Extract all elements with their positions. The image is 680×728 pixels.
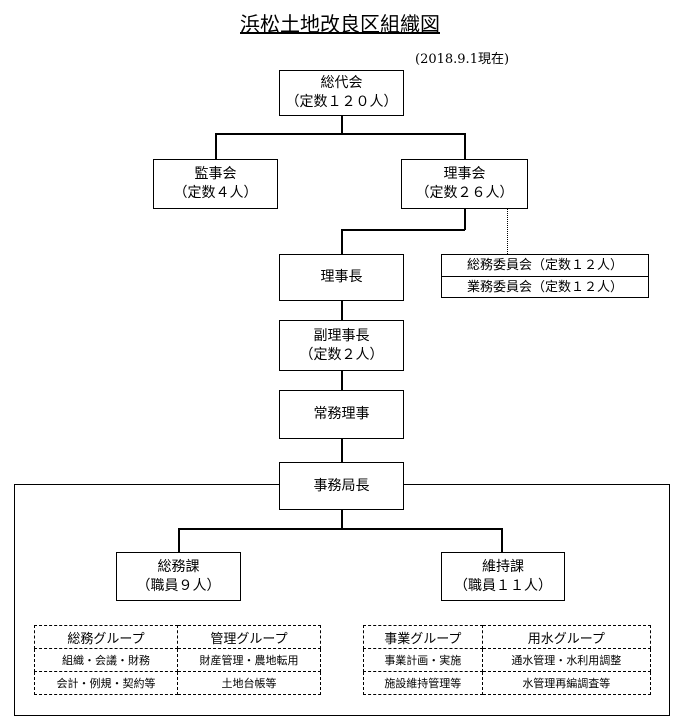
connector xyxy=(341,438,343,462)
group-duty: 施設維持管理等 xyxy=(363,671,483,695)
group-duty: 事業計画・実施 xyxy=(363,648,483,672)
connector xyxy=(341,300,343,320)
general-affairs-committee: 総務委員会（定数１２人） xyxy=(442,255,648,277)
committees-box: 総務委員会（定数１２人） 業務委員会（定数１２人） xyxy=(441,254,649,298)
vice-chairman-box: 副理事長 （定数２人） xyxy=(279,320,404,371)
connector xyxy=(341,229,465,231)
general-affairs-groups-table: 総務グループ 管理グループ 組織・会議・財務 財産管理・農地転用 会計・例規・契… xyxy=(34,625,321,695)
node-name: 総代会 xyxy=(320,75,363,91)
page-title: 浜松土地改良区組織図 xyxy=(240,12,440,36)
node-name: 副理事長 xyxy=(313,327,370,344)
group-duty: 組織・会議・財務 xyxy=(34,648,178,672)
node-name: 維持課 xyxy=(482,558,524,575)
operations-committee: 業務委員会（定数１２人） xyxy=(466,280,623,295)
group-duty: 水管理再編調査等 xyxy=(481,671,652,695)
chairman-box: 理事長 xyxy=(279,254,404,301)
node-name: 理事会 xyxy=(443,166,486,182)
general-assembly-box: 総代会 （定数１２０人） xyxy=(279,70,404,116)
executive-director-box: 常務理事 xyxy=(279,390,404,439)
connector xyxy=(215,133,217,159)
table-header-row: 事業グループ 用水グループ xyxy=(363,625,652,649)
group-header: 管理グループ xyxy=(177,625,321,649)
connector xyxy=(341,115,343,133)
node-count: （職員１１人） xyxy=(454,577,552,594)
node-name: 監事会 xyxy=(194,166,237,182)
table-row: 施設維持管理等 水管理再編調査等 xyxy=(363,671,652,695)
group-duty: 通水管理・水利用調整 xyxy=(481,648,652,672)
table-row: 会計・例規・契約等 土地台帳等 xyxy=(34,671,321,695)
maintenance-section-box: 維持課 （職員１１人） xyxy=(441,552,565,601)
connector xyxy=(464,208,466,230)
node-name: 事務局長 xyxy=(313,477,370,494)
group-header: 総務グループ xyxy=(34,625,178,649)
node-name: 総務課 xyxy=(157,558,200,575)
node-count: （定数２６人） xyxy=(415,185,514,201)
connector xyxy=(178,528,502,530)
table-header-row: 総務グループ 管理グループ xyxy=(34,625,321,649)
node-count: （定数４人） xyxy=(173,185,258,201)
node-count: （定数１２０人） xyxy=(285,94,398,110)
group-header: 事業グループ xyxy=(363,625,483,649)
group-duty: 財産管理・農地転用 xyxy=(177,648,321,672)
node-name: 常務理事 xyxy=(313,406,370,422)
as-of-date: (2018.9.1現在) xyxy=(415,52,510,67)
group-duty: 土地台帳等 xyxy=(177,671,321,695)
node-count: （職員９人） xyxy=(136,577,221,594)
connector xyxy=(341,370,343,390)
dotted-connector xyxy=(507,208,508,254)
connector xyxy=(464,133,466,159)
maintenance-groups-table: 事業グループ 用水グループ 事業計画・実施 通水管理・水利用調整 施設維持管理等… xyxy=(363,625,652,695)
connector xyxy=(501,528,503,552)
connector xyxy=(341,509,343,529)
node-name: 理事長 xyxy=(320,269,363,285)
connector xyxy=(215,133,465,135)
connector xyxy=(341,229,343,254)
group-duty: 会計・例規・契約等 xyxy=(34,671,178,695)
directors-box: 理事会 （定数２６人） xyxy=(401,159,528,209)
connector xyxy=(178,528,180,552)
group-header: 用水グループ xyxy=(481,625,652,649)
general-affairs-section-box: 総務課 （職員９人） xyxy=(116,552,241,601)
table-row: 事業計画・実施 通水管理・水利用調整 xyxy=(363,648,652,672)
secretary-general-box: 事務局長 xyxy=(279,462,404,510)
table-row: 組織・会議・財務 財産管理・農地転用 xyxy=(34,648,321,672)
auditors-box: 監事会 （定数４人） xyxy=(153,159,278,209)
node-count: （定数２人） xyxy=(299,346,384,363)
